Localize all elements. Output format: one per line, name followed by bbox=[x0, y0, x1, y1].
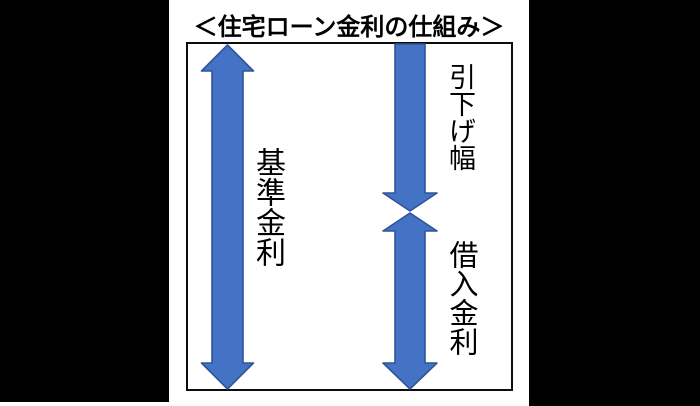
letterbox-right bbox=[529, 0, 700, 406]
discount-width-label: 引下げ幅 bbox=[444, 63, 475, 171]
borrowing-rate-label: 借入金利 bbox=[445, 240, 479, 356]
letterbox-left bbox=[0, 0, 169, 402]
diagram-title: ＜住宅ローン金利の仕組み＞ bbox=[193, 13, 505, 41]
base-rate-label: 基準金利 bbox=[250, 147, 285, 267]
